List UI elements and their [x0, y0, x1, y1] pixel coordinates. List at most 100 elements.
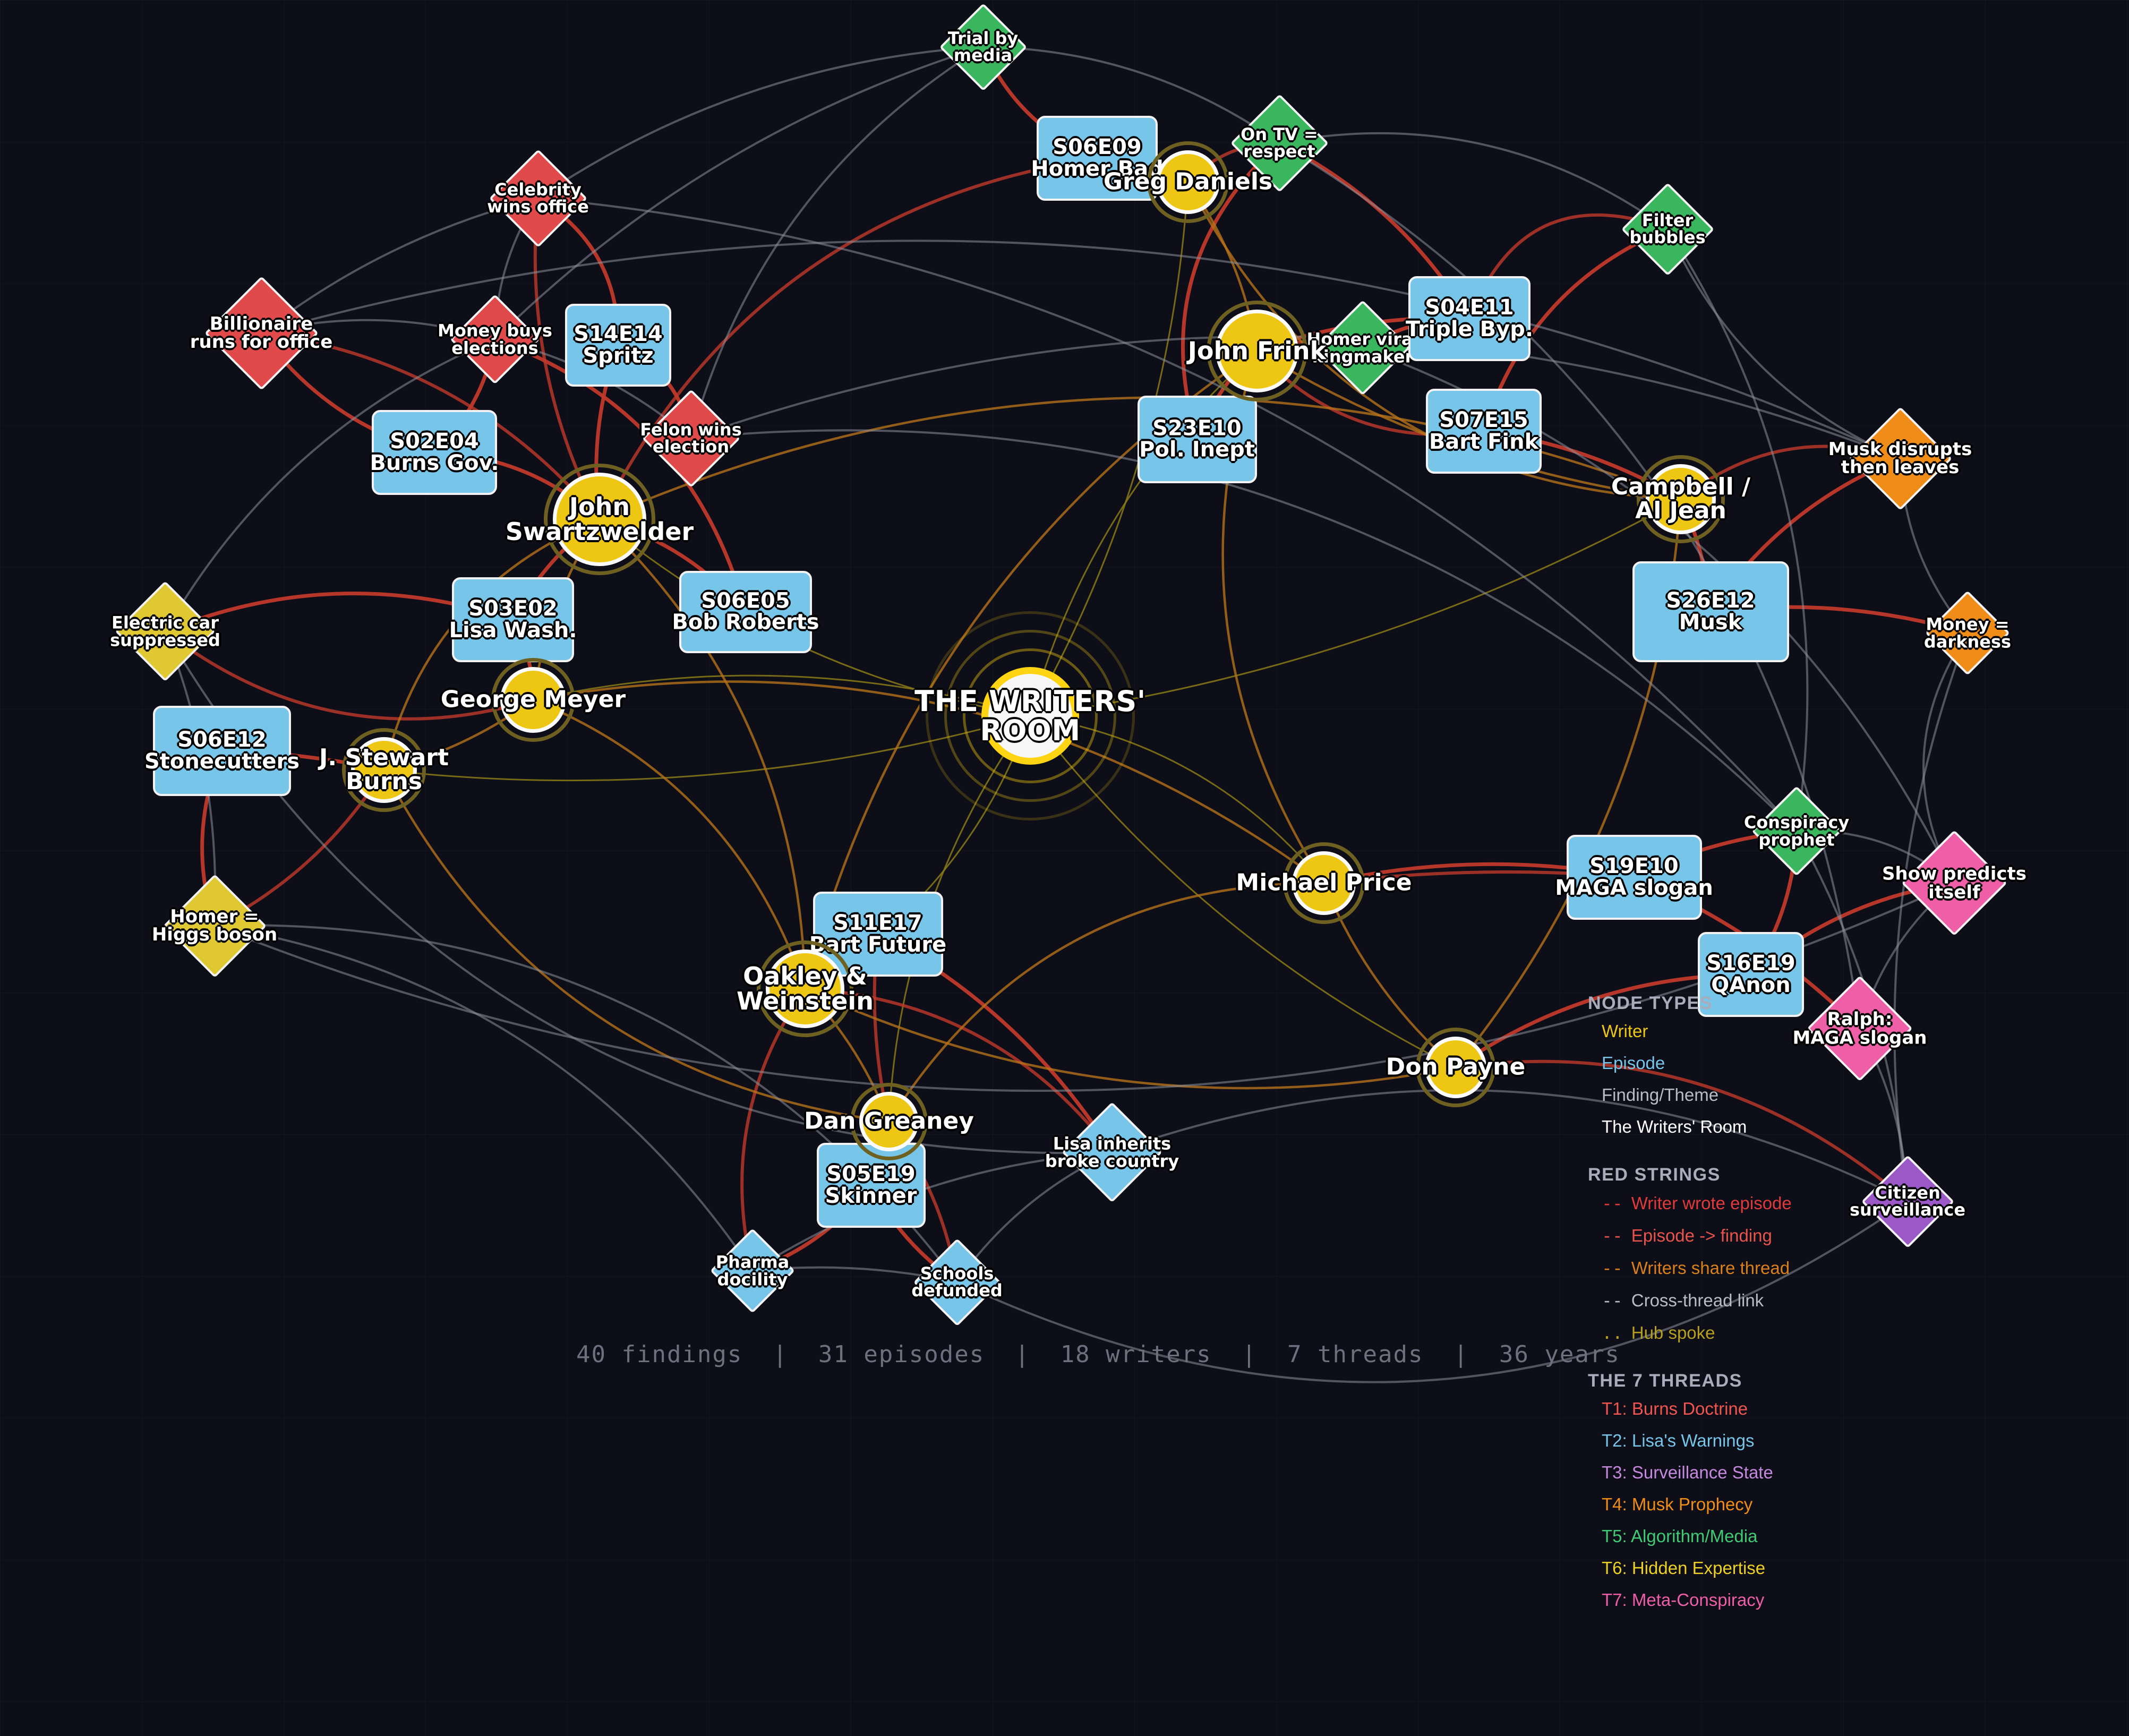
legend-thread-3: T3: Surveillance State [1602, 1463, 1773, 1482]
finding-node-f_moneydark[interactable]: Money =darkness [1924, 591, 2011, 675]
edge [213, 925, 754, 1272]
writer-disc [1216, 310, 1298, 392]
writer-node-w_oakley[interactable]: Oakley &Weinstein [737, 939, 874, 1039]
episode-box [452, 577, 574, 662]
edge [887, 882, 1326, 1123]
legend-string-dash-icon: -- [1602, 1290, 1623, 1311]
node-label: Oakley &Weinstein [737, 962, 874, 1015]
writer-node-w_campbell[interactable]: Campbell /Al Jean [1611, 454, 1750, 545]
writer-node-w_payne[interactable]: Don Payne [1386, 1026, 1525, 1109]
episode-box [1566, 835, 1702, 920]
node-label: George Meyer [440, 686, 626, 713]
edge [537, 46, 984, 199]
legend-string-dash-icon: .. [1602, 1322, 1623, 1343]
episode-box [372, 410, 497, 495]
node-label: Don Payne [1386, 1053, 1526, 1081]
node-label: Homer =Higgs boson [151, 905, 278, 945]
writer-outer-ring [1147, 141, 1229, 223]
episode-box [1426, 389, 1542, 474]
legend-node-types-title: NODE TYPES [1588, 993, 1713, 1013]
finding-node-f_higgs[interactable]: Homer =Higgs boson [152, 874, 277, 978]
finding-node-f_ralph[interactable]: Ralph:MAGA slogan [1793, 976, 1927, 1082]
finding-node-f_ontv[interactable]: On TV =respect [1230, 93, 1329, 192]
node-label: Campbell /Al Jean [1611, 473, 1751, 524]
episode-box [1037, 116, 1158, 201]
writer-outer-ring [757, 940, 853, 1037]
writer-node-w_frink[interactable]: John Frink [1188, 299, 1326, 403]
hub-halo-ring-2 [963, 648, 1098, 783]
legend-node-type-0: Writer [1602, 1021, 1648, 1041]
node-label: Greg Daniels [1103, 168, 1273, 195]
hub-node-writers-room[interactable]: THE WRITERS'ROOM [914, 609, 1145, 823]
legend-string-2: --Writers share thread [1602, 1258, 1790, 1278]
writer-node-w_meyer[interactable]: George Meyer [441, 656, 626, 743]
node-label: John Frink [1187, 336, 1327, 365]
writer-disc [1425, 1037, 1486, 1098]
writer-outer-ring [1207, 301, 1307, 401]
writer-node-w_price[interactable]: Michael Price [1236, 841, 1412, 926]
writer-node-w_daniels[interactable]: Greg Daniels [1104, 140, 1272, 225]
legend-red-strings-list: --Writer wrote episode--Episode -> findi… [1588, 1193, 1960, 1343]
writer-outer-ring [342, 728, 426, 812]
legend-node-type-1: Episode [1602, 1053, 1665, 1073]
node-label: Dan Greaney [803, 1107, 974, 1135]
stats-line: 40 findings | 31 episodes | 18 writers |… [576, 1341, 1620, 1368]
writer-node-w_greaney[interactable]: Dan Greaney [804, 1081, 974, 1162]
legend-string-dash-icon: -- [1602, 1258, 1623, 1278]
node-label: Ralph:MAGA slogan [1792, 1008, 1927, 1048]
episode-box [679, 570, 812, 653]
writer-disc [1646, 464, 1716, 534]
edge [803, 987, 1457, 1090]
writer-outer-ring [1637, 455, 1725, 543]
